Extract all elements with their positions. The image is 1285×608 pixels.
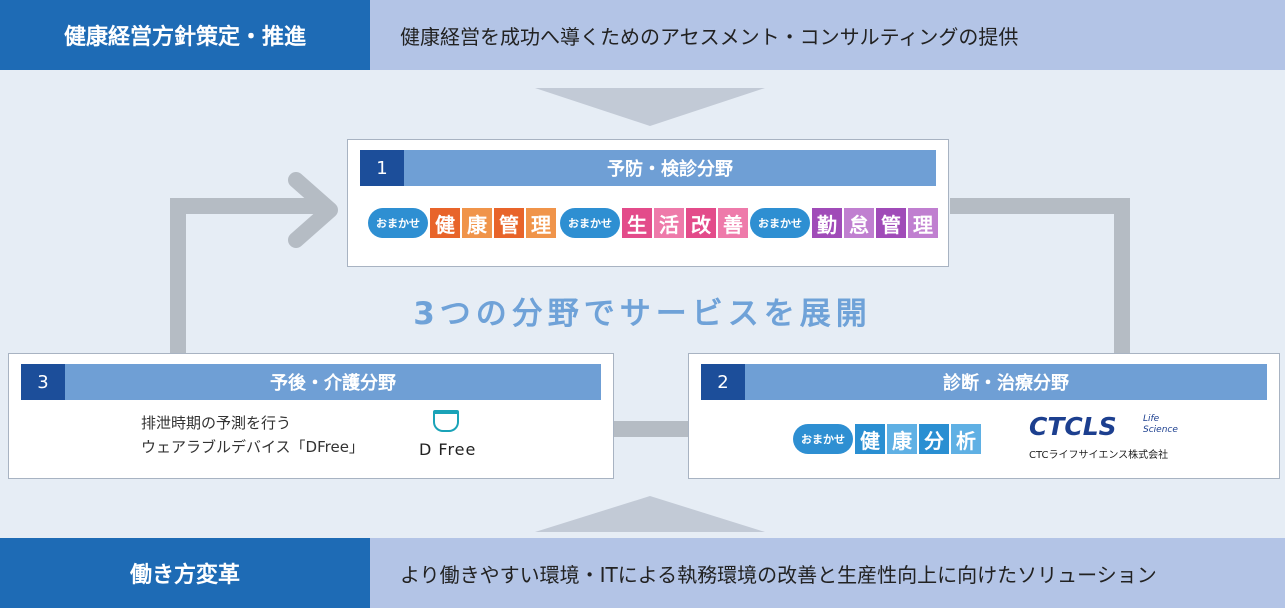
- dfree-logo: D Free: [411, 410, 481, 460]
- logo-character-tile: 改: [686, 208, 716, 238]
- omakase-badge: おまかせ: [368, 196, 428, 238]
- dfree-logo-text: D Free: [419, 440, 477, 459]
- logo-character-tile: 分: [919, 424, 949, 454]
- box-aftercare: 3 予後・介護分野 排泄時期の予測を行う ウェアラブルデバイス「DFree」 D…: [8, 353, 614, 479]
- logo-character-tile: 管: [494, 208, 524, 238]
- logo-character-tile: 健: [430, 208, 460, 238]
- box-diagnosis: 2 診断・治療分野 おまかせ 健 康 分 析 CTCLS Life Scienc…: [688, 353, 1280, 479]
- logo-character-tile: 生: [622, 208, 652, 238]
- omakase-kenko-kanri-logo: おまかせ 健 康 管 理: [368, 196, 556, 238]
- logo-character-tile: 理: [908, 208, 938, 238]
- loop-right-vertical: [1114, 198, 1130, 356]
- headline: 3つの分野でサービスを展開: [413, 296, 872, 332]
- dfree-description-line1: 排泄時期の予測を行う: [141, 414, 292, 432]
- box2-header: 2 診断・治療分野: [701, 364, 1267, 400]
- logo-character-tile: 康: [887, 424, 917, 454]
- up-arrow: [535, 496, 765, 532]
- logo-character-tile: 怠: [844, 208, 874, 238]
- loop-arrow-head: [288, 172, 338, 248]
- ctcls-mark: CTCLS: [1029, 412, 1117, 441]
- logo-character-tile: 管: [876, 208, 906, 238]
- box3-title: 予後・介護分野: [270, 373, 396, 394]
- box3-header: 3 予後・介護分野: [21, 364, 601, 400]
- bottom-band: 働き方変革 より働きやすい環境・ITによる執務環境の改善と生産性向上に向けたソリ…: [0, 538, 1285, 608]
- omakase-seikatsu-kaizen-logo: おまかせ 生 活 改 善: [560, 196, 748, 238]
- logo-character-tile: 勤: [812, 208, 842, 238]
- dfree-description-line2: ウェアラブルデバイス「DFree」: [141, 438, 364, 456]
- logo-character-tile: 善: [718, 208, 748, 238]
- loop-left-horizontal: [170, 198, 320, 214]
- loop-bottom-connector: [612, 421, 690, 437]
- omakase-kintai-kanri-logo: おまかせ 勤 怠 管 理: [750, 196, 938, 238]
- ctc-company-name: CTCライフサイエンス株式会社: [1029, 450, 1169, 461]
- logo-character-tile: 析: [951, 424, 981, 454]
- logo-character-tile: 理: [526, 208, 556, 238]
- top-band-label: 健康経営方針策定・推進: [0, 0, 370, 70]
- bottom-band-label: 働き方変革: [0, 538, 370, 608]
- omakase-badge: おまかせ: [560, 196, 620, 238]
- top-band-description: 健康経営を成功へ導くためのアセスメント・コンサルティングの提供: [400, 24, 1019, 49]
- logo-character-tile: 康: [462, 208, 492, 238]
- bottom-band-description: より働きやすい環境・ITによる執務環境の改善と生産性向上に向けたソリューション: [400, 562, 1157, 587]
- ctc-life-science-logo: CTCLS Life Science CTCライフサイエンス株式会社: [1029, 412, 1229, 468]
- box-prevention: 1 予防・検診分野 おまかせ 健 康 管 理 おまかせ 生 活 改 善 おまかせ…: [347, 139, 949, 267]
- box2-title: 診断・治療分野: [943, 373, 1069, 394]
- box3-number: 3: [21, 364, 65, 400]
- life-label: Life: [1143, 414, 1160, 424]
- logo-character-tile: 活: [654, 208, 684, 238]
- box2-number: 2: [701, 364, 745, 400]
- dfree-device-icon: [433, 410, 459, 432]
- omakase-badge: おまかせ: [793, 412, 853, 454]
- omakase-kenko-bunseki-logo: おまかせ 健 康 分 析: [793, 412, 981, 454]
- top-band: 健康経営方針策定・推進 健康経営を成功へ導くためのアセスメント・コンサルティング…: [0, 0, 1285, 70]
- loop-left-vertical: [170, 198, 186, 356]
- box1-number: 1: [360, 150, 404, 186]
- box1-header: 1 予防・検診分野: [360, 150, 936, 186]
- omakase-badge: おまかせ: [750, 196, 810, 238]
- loop-right-horizontal: [950, 198, 1130, 214]
- box1-title: 予防・検診分野: [607, 159, 733, 180]
- down-arrow: [535, 88, 765, 126]
- science-label: Science: [1143, 425, 1178, 435]
- logo-character-tile: 健: [855, 424, 885, 454]
